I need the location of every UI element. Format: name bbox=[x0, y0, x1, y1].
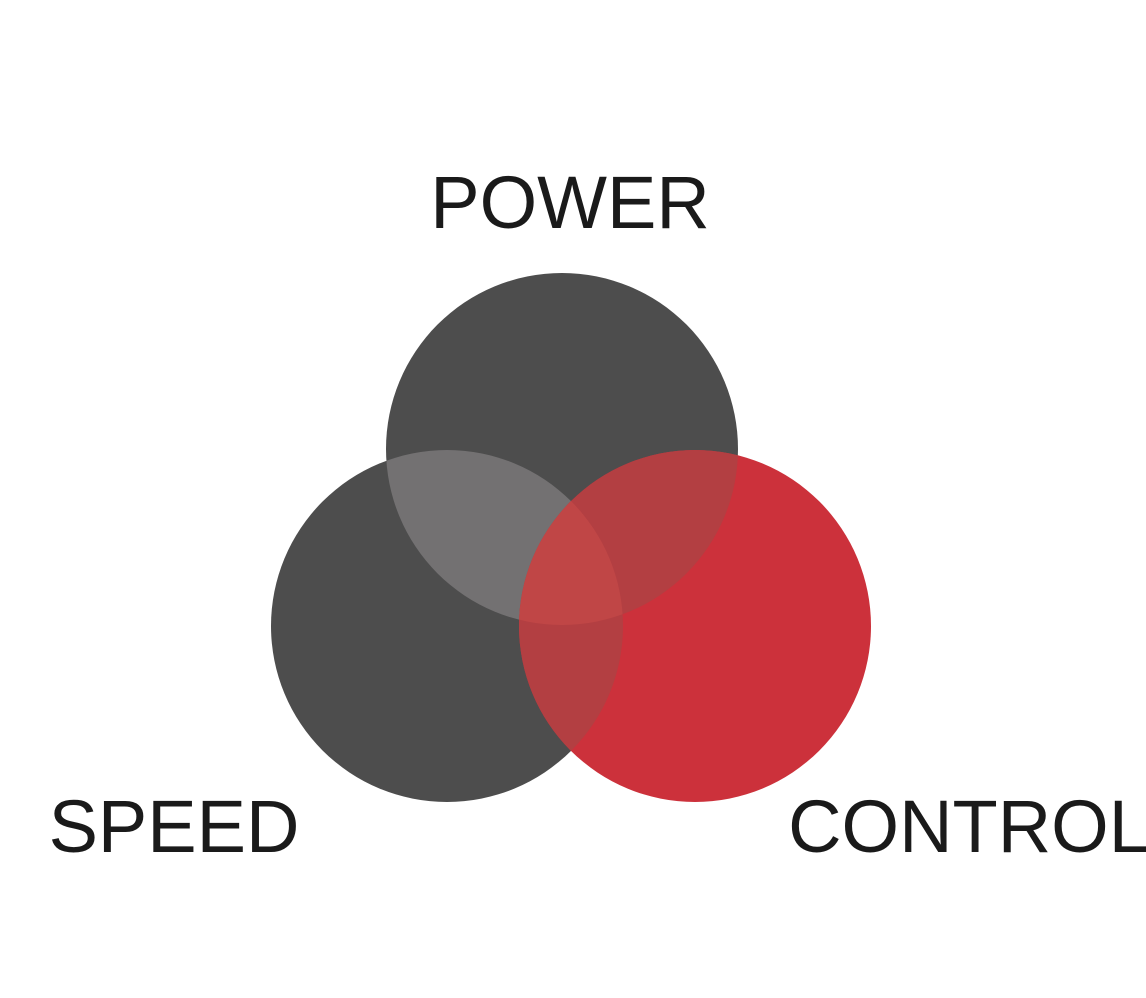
power-speed-overlap bbox=[386, 450, 623, 625]
power-label: POWER bbox=[430, 161, 710, 244]
control-label: CONTROL bbox=[788, 785, 1146, 868]
power-control-overlap bbox=[519, 450, 738, 625]
speed-label: SPEED bbox=[49, 785, 300, 868]
